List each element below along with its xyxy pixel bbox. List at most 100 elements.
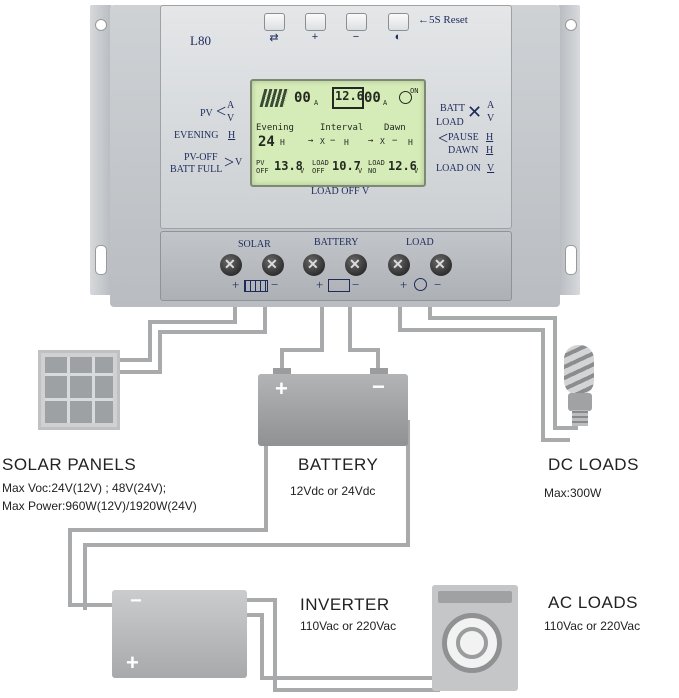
bulb-icon [399, 91, 412, 104]
battery-terminal-icon [328, 279, 350, 292]
battery-plus-terminal[interactable] [303, 254, 325, 276]
terminal-panel [160, 231, 512, 301]
ac-loads-spec: 110Vac or 220Vac [544, 619, 641, 633]
minus-button[interactable] [346, 13, 367, 31]
lcd-load-current-unit: A [383, 99, 388, 107]
battery-spec: 12Vdc or 24Vdc [290, 484, 376, 498]
load-terminal-label: LOAD [406, 237, 434, 248]
reset-label: ←5S Reset [418, 14, 468, 26]
inverter-plus-sign: + [126, 650, 139, 675]
lcd-pv-current-unit: A [314, 99, 319, 107]
load-off-label: LOAD OFF V [311, 186, 370, 197]
solar-spec-voc: Max Voc:24V(12V) ; 48V(24V); [2, 481, 167, 495]
lcd-dash1: − [330, 136, 336, 146]
right-mount-slot [565, 245, 577, 275]
dc-loads-title: DC LOADS [548, 455, 639, 474]
backlight-button[interactable] [388, 13, 409, 31]
lcd-arrow1: → [308, 136, 314, 146]
lcd-pv-off-unit: V [300, 167, 305, 175]
pv-v-label: V [227, 113, 235, 124]
bracket-pv-icon: < [216, 101, 227, 121]
solar-plus-mark: + [232, 277, 240, 292]
lcd-pv-off-value: 13.8 [274, 159, 303, 173]
pv-off-label: PV-OFF [184, 152, 218, 163]
inverter-title: INVERTER [300, 595, 390, 614]
battery-title: BATTERY [298, 455, 379, 474]
model-label: L80 [190, 33, 211, 48]
wire-inv-ac-2 [245, 613, 440, 680]
pv-label: PV [200, 108, 213, 119]
lcd-pv-current: 00 [294, 90, 311, 106]
plus-button[interactable] [305, 13, 326, 31]
pv-off-v-label: V [235, 157, 243, 168]
mode-button[interactable] [264, 13, 285, 31]
solar-spec-power: Max Power:960W(12V)/1920W(24V) [2, 499, 197, 513]
mode-button-icon: ⇄ [269, 32, 279, 44]
load-bulb-icon [414, 278, 427, 291]
right-flange [558, 5, 580, 295]
load-minus-mark: − [434, 277, 442, 292]
lcd-dash2: − [392, 136, 398, 146]
batt-label: BATT [440, 103, 465, 114]
wire-load-plus [398, 295, 570, 442]
left-flange [90, 5, 112, 295]
lcd-dawn-header: Dawn [384, 123, 406, 133]
lcd-pv-off-tag: PV OFF [256, 159, 269, 175]
evening-h-label: H [228, 130, 236, 141]
wire-load-minus [428, 295, 578, 430]
left-mount-slot [95, 245, 107, 275]
lcd-x1: X [320, 137, 325, 146]
battery-icon [332, 87, 364, 109]
solar-panel-icon [259, 89, 289, 107]
lcd-load-off-value: 10.7 [332, 159, 361, 173]
plus-button-icon: + [311, 31, 319, 43]
load-plus-mark: + [400, 277, 408, 292]
lcd-load-off-tag: LOAD OFF [312, 159, 329, 175]
bracket-pause-icon: < [438, 128, 449, 148]
wire-inv-ac-1 [245, 598, 440, 692]
pv-a-label: A [227, 100, 235, 111]
dawn-label: DAWN [448, 145, 479, 156]
lcd-h3: H [408, 138, 413, 147]
lcd-interval-header: Interval [320, 123, 364, 133]
right-mount-hole [565, 19, 577, 31]
lcd-load-no-tag: LOAD NO [368, 159, 385, 175]
solar-terminal-icon [244, 280, 268, 292]
batt-full-label: BATT FULL [170, 164, 223, 175]
solar-minus-terminal[interactable] [262, 254, 284, 276]
battery-minus-terminal[interactable] [345, 254, 367, 276]
wire-batt-inv-minus [83, 420, 410, 610]
load-minus-terminal[interactable] [430, 254, 452, 276]
dawn-h-label: H [486, 145, 494, 156]
lcd-load-no-unit: V [414, 167, 419, 175]
lcd-evening-header: Evening [256, 123, 294, 133]
battery-terminal-label: BATTERY [314, 237, 359, 248]
lcd-x2: X [380, 137, 385, 146]
evening-label: EVENING [174, 130, 219, 141]
batt-v-label: V [487, 113, 495, 124]
cfl-bulb-image [560, 345, 602, 440]
battery-plus-sign: + [275, 376, 288, 401]
lcd-battery-voltage: 12.6 [335, 89, 364, 103]
lcd-display: 00 A 12.6 00 A ON Evening Interval Dawn … [250, 79, 426, 187]
load-on-v-label: V [487, 163, 495, 174]
lcd-h1: H [280, 138, 285, 147]
wire-solar-plus [120, 295, 237, 362]
solar-plus-terminal[interactable] [220, 254, 242, 276]
lcd-evening-value: 24 [258, 134, 275, 150]
pause-label: PAUSE [448, 132, 479, 143]
inverter-image [112, 590, 247, 678]
lcd-load-no-value: 12.6 [388, 159, 417, 173]
minus-button-icon: − [352, 31, 360, 43]
backlight-button-icon: ◐ [394, 31, 402, 43]
battery-minus-mark: − [352, 277, 360, 292]
pause-h-label: H [486, 132, 494, 143]
lcd-arrow2: → [368, 136, 374, 146]
load-plus-terminal[interactable] [388, 254, 410, 276]
inverter-spec: 110Vac or 220Vac [300, 619, 397, 633]
load-on-label: LOAD ON [436, 163, 481, 174]
solar-minus-mark: − [271, 277, 279, 292]
battery-plus-mark: + [316, 277, 324, 292]
